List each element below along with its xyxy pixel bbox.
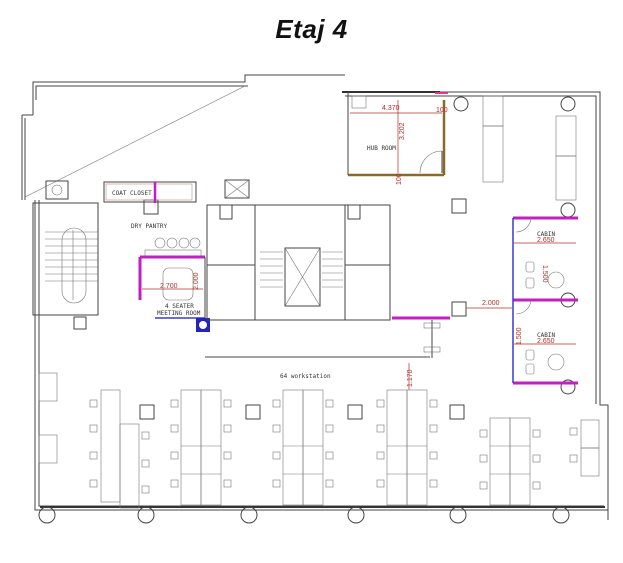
dry-pantry-label: DRY PANTRY (131, 223, 168, 230)
workstation-clusters (38, 372, 600, 509)
meeting-label-2: MEETING ROOM (157, 310, 201, 317)
corridor-width-dim: 2.000 (482, 300, 500, 307)
cabin-2-width-dim: 2.650 (537, 338, 555, 345)
corridor-partition: 2.000 (392, 300, 512, 358)
meeting-room[interactable]: 2.700 2.000 4 SEATER MEETING ROOM (138, 255, 210, 332)
cabin-1-depth-dim: 1.500 (541, 265, 548, 283)
cabin-2-label: CABIN (537, 332, 555, 339)
meeting-depth-dim: 2.000 (193, 272, 200, 290)
round-columns (38, 96, 576, 524)
hub-door-left-dim: 100 (396, 173, 403, 185)
cabin-1[interactable]: CABIN 2.650 1.500 (512, 216, 578, 302)
cabin-2[interactable]: CABIN 2.650 1.500 (512, 299, 578, 385)
hub-depth-dim: 3.202 (399, 122, 406, 140)
coat-closet: COAT CLOSET DRY PANTRY (103, 181, 197, 230)
workstation-clearance-dim: 1.170 (407, 369, 414, 387)
cabin-2-depth-dim: 1.500 (516, 327, 523, 345)
coat-closet-label: COAT CLOSET (112, 190, 152, 197)
hub-width-dim: 4.370 (382, 105, 400, 112)
outer-walls (21, 74, 609, 520)
building-core (206, 204, 391, 321)
top-right-desks (482, 95, 577, 201)
pantry-counter (144, 237, 202, 258)
hub-room[interactable]: 4.370 100 3.202 100 HUB ROOM (342, 91, 448, 185)
meeting-label-1: 4 SEATER (165, 303, 194, 310)
left-stair (32, 202, 99, 316)
square-columns (45, 179, 467, 420)
cabin-1-label: CABIN (537, 231, 555, 238)
hub-door-top-dim: 100 (436, 107, 448, 114)
workstation-label: 64 workstation (280, 373, 331, 380)
hub-room-label: HUB ROOM (367, 145, 396, 152)
cabin-1-width-dim: 2.650 (537, 237, 555, 244)
floor-title: Etaj 4 (275, 14, 348, 44)
meeting-width-dim: 2.700 (160, 283, 178, 290)
